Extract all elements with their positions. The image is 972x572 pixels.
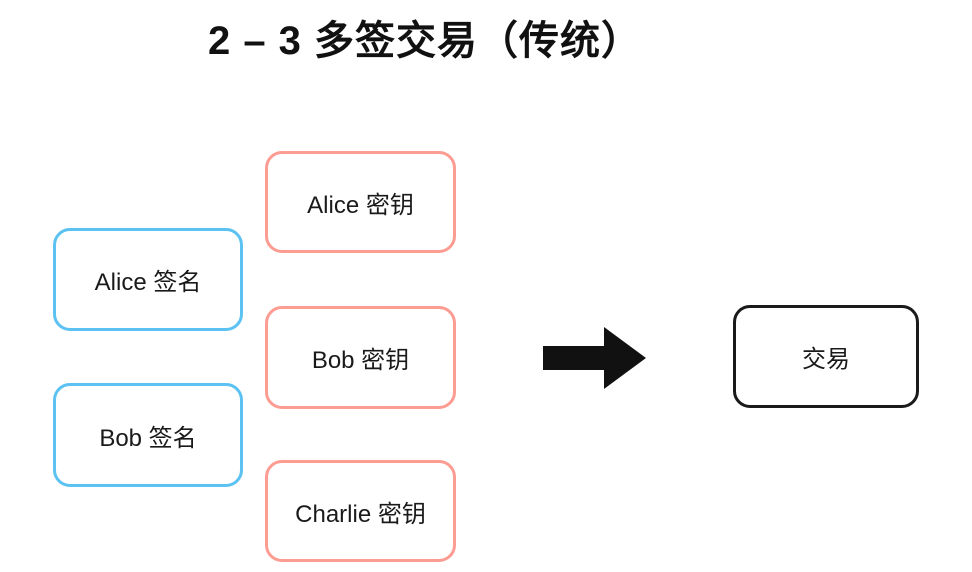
- alice-signature-box: Alice 签名: [53, 228, 243, 331]
- diagram-title: 2 – 3 多签交易（传统）: [207, 19, 643, 63]
- right-arrow-icon: [543, 327, 646, 389]
- bob-key-box: Bob 密钥: [265, 306, 456, 409]
- alice-signature-label: Alice 签名: [94, 269, 202, 296]
- charlie-key-box: Charlie 密钥: [265, 460, 456, 562]
- bob-signature-label: Bob 签名: [99, 424, 197, 452]
- bob-key-label: Bob 密钥: [311, 347, 410, 374]
- alice-key-label: Alice 密钥: [307, 191, 414, 219]
- transaction-label: 交易: [802, 346, 850, 373]
- transaction-box: 交易: [733, 305, 919, 408]
- charlie-key-label: Charlie 密钥: [295, 500, 426, 528]
- bob-signature-box: Bob 签名: [53, 383, 243, 487]
- alice-key-box: Alice 密钥: [265, 151, 456, 253]
